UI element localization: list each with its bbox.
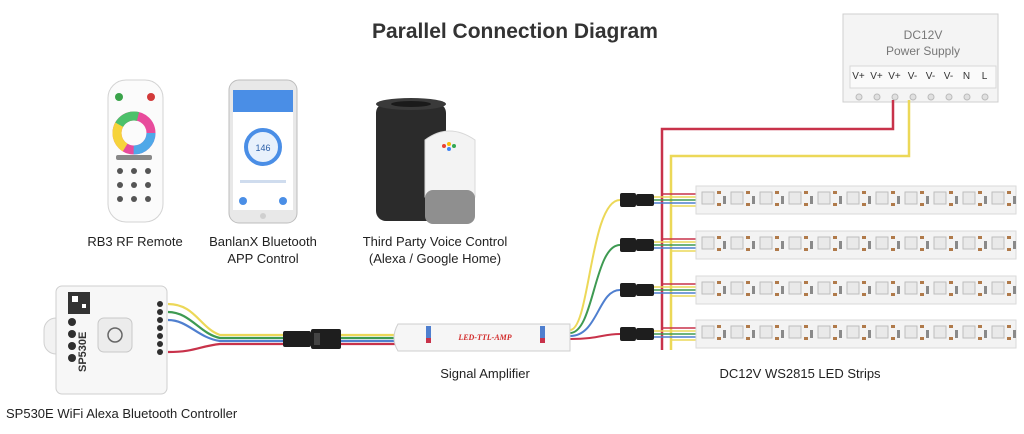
strips-label: DC12V WS2815 LED Strips — [719, 366, 881, 381]
app-label-line1: BanlanX Bluetooth — [209, 234, 317, 249]
psu-terminal-label: V- — [943, 71, 954, 82]
power-wire-red — [660, 100, 895, 350]
power-wire-yellow — [669, 100, 911, 350]
psu-terminal-label: N — [962, 71, 971, 82]
app-label: BanlanX Bluetooth APP Control — [193, 233, 333, 267]
power-supply-title-line2: Power Supply — [885, 44, 961, 58]
diagram-title: Parallel Connection Diagram — [372, 20, 658, 43]
psu-terminal-label: L — [981, 71, 988, 82]
app-label-line2: APP Control — [227, 251, 299, 266]
led-strip — [620, 275, 1017, 305]
signal-amplifier: LED-TTL-AMP — [393, 323, 571, 352]
voice-label-line2: (Alexa / Google Home) — [368, 251, 502, 266]
psu-terminal-label: V+ — [852, 71, 865, 82]
app-dial-value: 146 — [255, 143, 270, 153]
controller-output-wires — [167, 302, 398, 354]
voice-label: Third Party Voice Control (Alexa / Googl… — [345, 233, 525, 267]
controller-label: SP530E WiFi Alexa Bluetooth Controller — [6, 406, 238, 421]
led-strip — [620, 230, 1017, 260]
amplifier-label: Signal Amplifier — [440, 366, 530, 381]
psu-terminal-label: V+ — [888, 71, 901, 82]
power-supply-title-line1: DC12V — [903, 28, 943, 42]
psu-terminal-label: V+ — [870, 71, 883, 82]
amplifier-output-wires — [569, 199, 621, 340]
amplifier-text: LED-TTL-AMP — [457, 333, 511, 342]
led-strip — [620, 185, 1017, 215]
psu-terminal-label: V- — [907, 71, 918, 82]
power-supply — [842, 13, 999, 103]
voice-label-line1: Third Party Voice Control — [362, 234, 508, 249]
power-supply-title: DC12V Power Supply — [850, 27, 996, 59]
phone-app: 146 — [228, 79, 298, 224]
rf-remote — [107, 79, 164, 223]
google-home-speaker — [424, 130, 476, 224]
controller-model-text: SP530E — [77, 332, 89, 372]
connector-plug[interactable] — [283, 329, 341, 349]
remote-label: RB3 RF Remote — [87, 234, 183, 249]
psu-terminal-label: V- — [925, 71, 936, 82]
sp530e-controller: SP530E — [43, 285, 168, 395]
led-strip — [620, 319, 1017, 349]
